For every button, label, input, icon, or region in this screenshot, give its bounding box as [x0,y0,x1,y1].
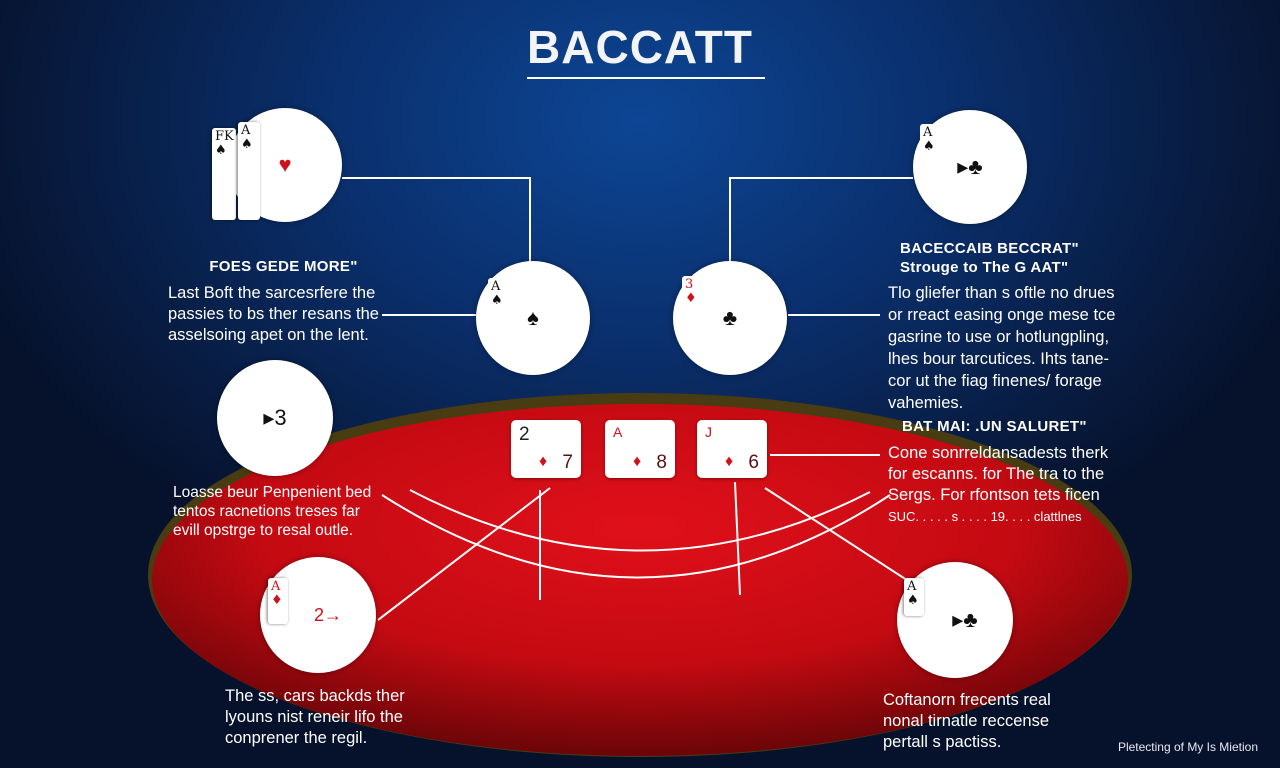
block-line: Coftanorn frecents real [883,691,1051,709]
table-card: J ♦ 6 [697,420,767,478]
playing-card: A ♠ [238,122,260,220]
club-icon: ♣ [722,305,738,330]
block-line: or rreact easing onge mese tce [888,306,1116,324]
info-block-left-top: FOES GEDE MORE" Last Boft the sarcesrfer… [168,258,379,346]
block-heading: BAT MAI: .UN SALURET" [902,418,1087,435]
diamond-icon: ♦ [633,453,642,470]
club-icon: ▸♣ [957,154,983,179]
card-rank: 2 [519,424,530,445]
info-block-left-bottom: The ss, cars backds ther lyouns nist ren… [225,686,405,749]
block-line: lhes bour tarcutices. Ihts tane- [888,350,1110,368]
block-line: lyouns nist reneir lifo the [225,708,403,726]
title-underline [527,77,765,79]
card-value: 8 [656,452,667,473]
baccarat-table [152,404,1128,756]
block-line: vahemies. [888,394,964,412]
info-block-right-top: BACECCAIB BECCRAT" Strouge to The G AAT"… [888,240,1115,414]
arrow-two-icon: 2→ [313,604,342,625]
playing-card: A ♠ [488,278,508,322]
block-line: evill opstrge to resal outle. [173,522,354,539]
block-heading: BACECCAIB BECCRAT" [900,240,1079,257]
diamond-icon: ♦ [725,453,734,470]
block-line: for escanns. for The tra to the [888,465,1105,483]
circle-left: ▸3 [217,360,333,476]
playing-card: 3 ♦ [682,276,702,320]
block-line: SUC. . . . . s . . . . 19. . . . clattln… [888,509,1082,524]
page-title: BACCATT [527,21,753,73]
block-line: asselsoing apet on the lent. [168,326,369,344]
info-block-left-mid: Loasse beur Penpenient bed tentos racnet… [173,483,371,540]
connector-lines [342,177,913,621]
block-line: Last Boft the sarcesrfere the [168,284,376,302]
card-rank: J [705,424,712,440]
footer-caption: Pletecting of My Is Mietion [1117,740,1258,754]
card-value: 6 [748,452,759,473]
block-line: Loasse beur Penpenient bed [173,484,372,501]
table-card: 2 ♦ 7 [511,420,581,478]
playing-card: FK ♠ [212,128,236,220]
block-line: gasrine to use or hotlungpling, [888,328,1110,346]
spade-icon: ♠ [527,305,539,330]
arrow-three-icon: ▸3 [263,405,287,430]
block-line: Sergs. For rfontson tets ficen [888,486,1100,504]
playing-card: A ♠ [904,578,924,616]
card-value: 7 [562,452,573,473]
block-line: cor ut the fiag finenes/ forage [888,372,1102,390]
card-rank: A [613,424,623,440]
block-heading: Strouge to The G AAT" [900,259,1069,276]
block-line: conprener the regil. [225,729,368,747]
diamond-icon: ♦ [539,453,548,470]
block-line: passies to bs ther resans the [168,305,379,323]
table-card: A ♦ 8 [605,420,675,478]
block-line: Tlo gliefer than s oftle no drues [888,284,1115,302]
block-line: tentos racnetions treses far [173,503,360,520]
heart-icon: ♥ [278,152,292,177]
block-heading: FOES GEDE MORE" [209,258,358,275]
info-block-right-bottom: Coftanorn frecents real nonal tirnatle r… [883,690,1051,753]
info-block-right-mid: BAT MAI: .UN SALURET" Cone sonrreldansad… [888,418,1108,527]
block-line: pertall s pactiss. [883,733,1002,751]
playing-card: A ♠ [920,124,940,168]
playing-card: A ♦ [268,578,288,624]
club-icon: ▸♣ [952,607,978,632]
block-line: nonal tirnatle reccense [883,712,1050,730]
block-line: The ss, cars backds ther [225,687,405,705]
block-line: Cone sonrreldansadests therk [888,444,1109,462]
